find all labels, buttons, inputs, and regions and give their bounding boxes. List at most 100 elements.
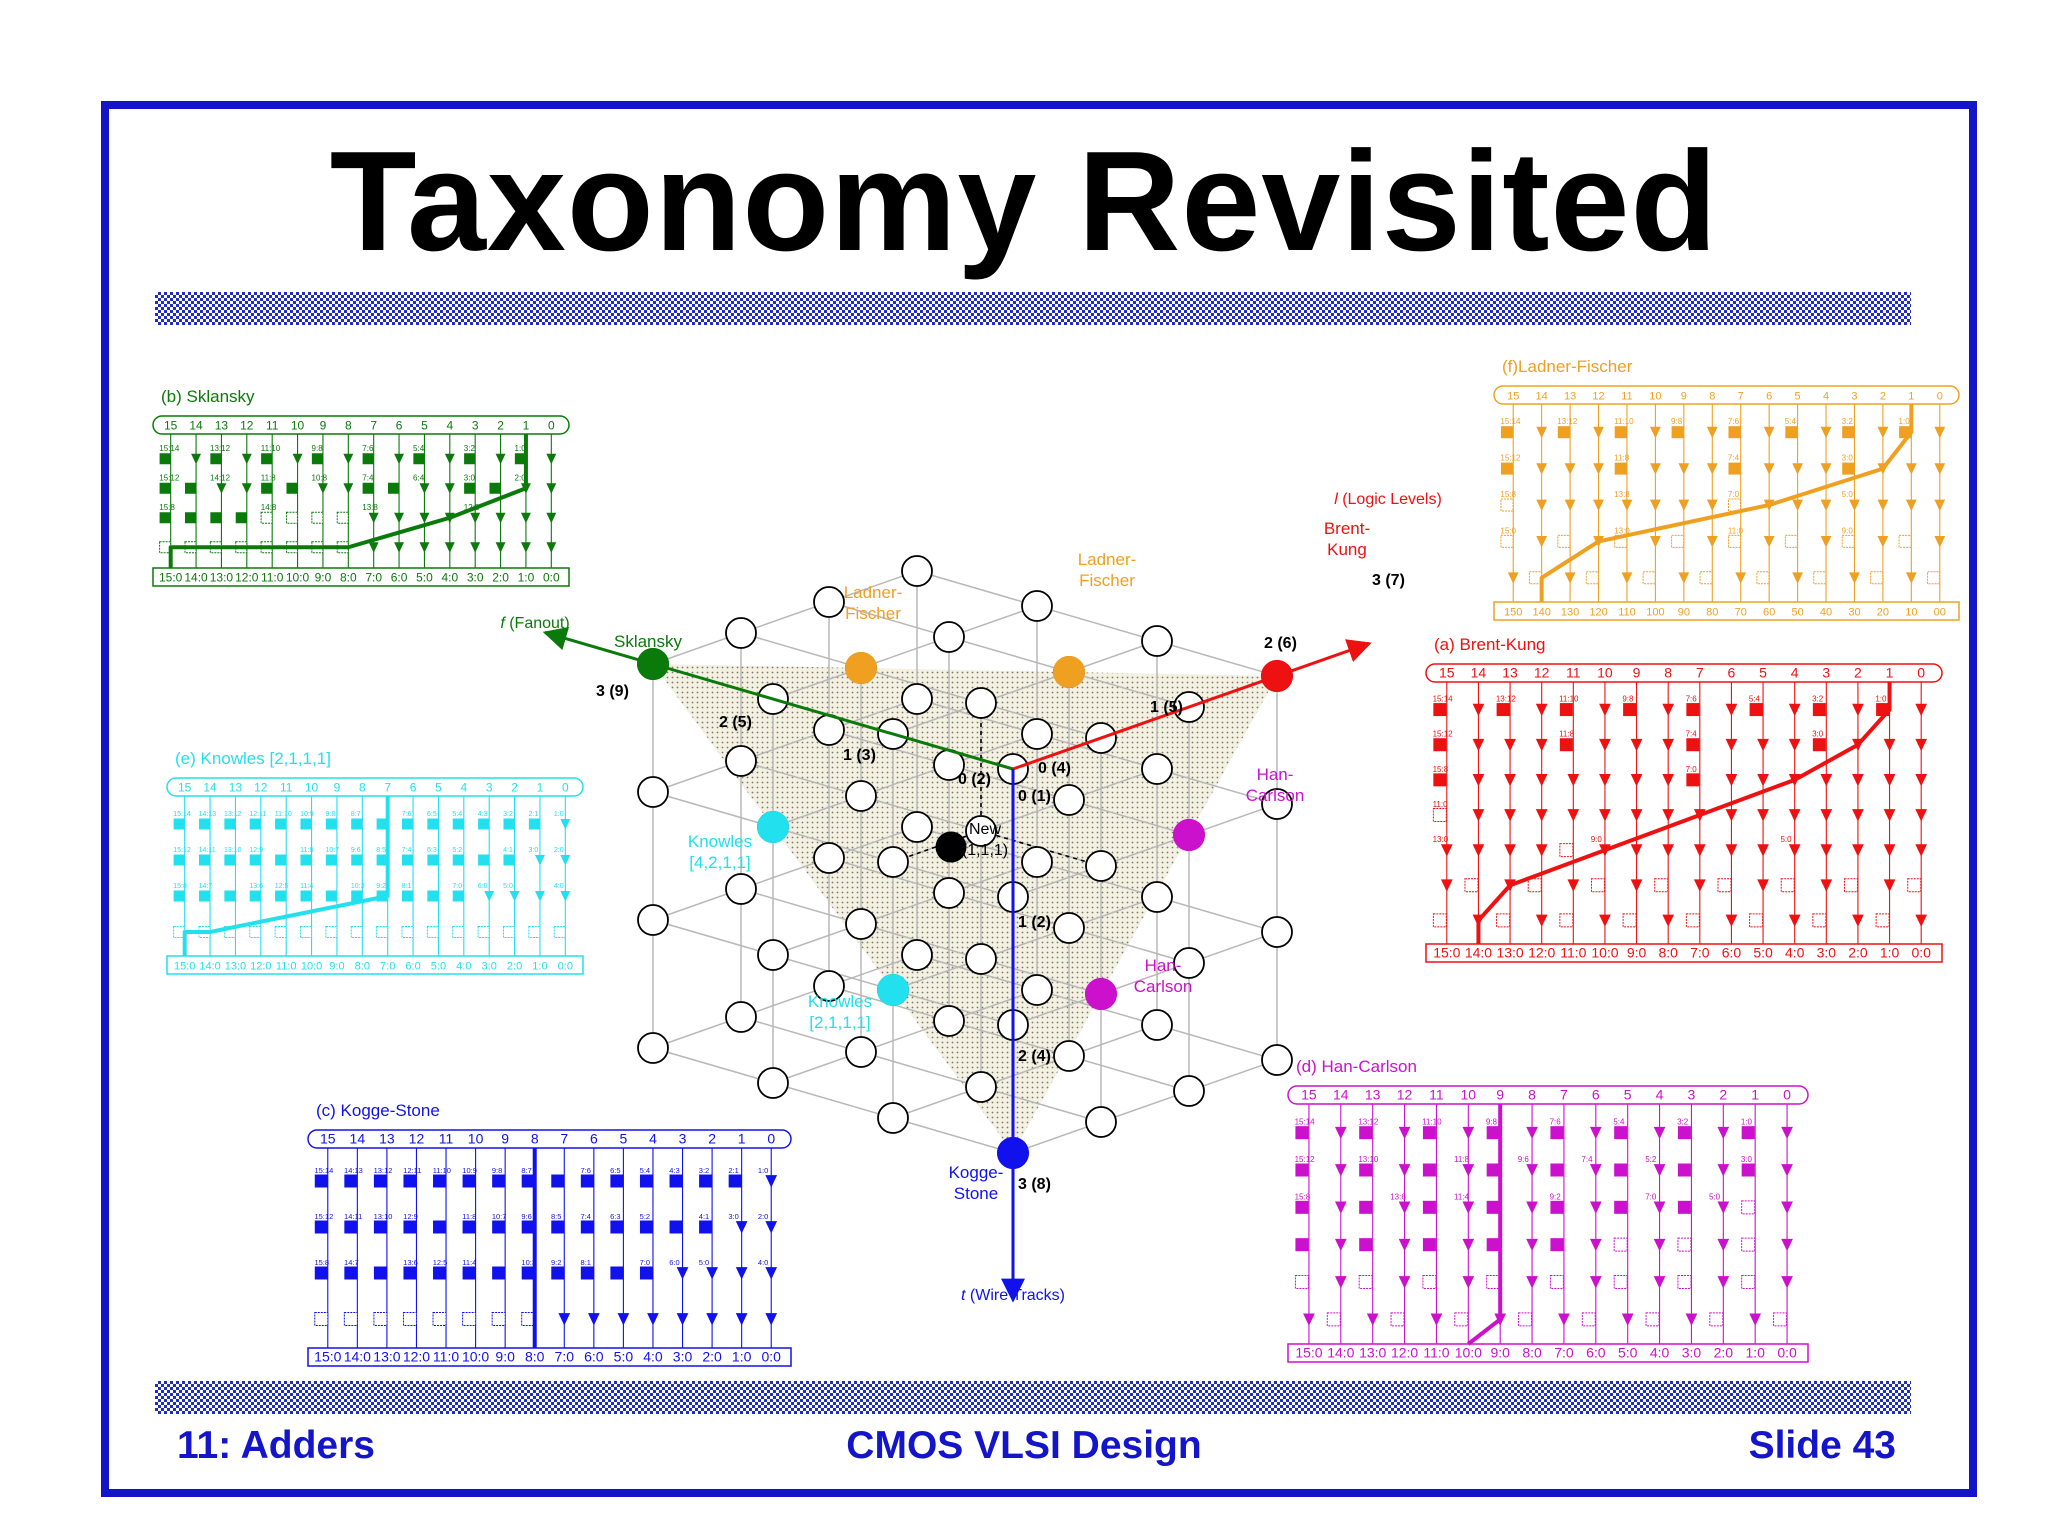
buffer-cell (1589, 1201, 1602, 1214)
buffer-cell (1717, 1238, 1730, 1252)
input-bit-label: 9 (1633, 664, 1641, 680)
cell-group-label: 5:4 (640, 1166, 650, 1175)
cell-group-label: 3:0 (1812, 730, 1824, 739)
black-cell (551, 1174, 565, 1188)
input-bit-label: 1 (523, 418, 530, 432)
black-cell (351, 890, 363, 902)
black-cell (249, 854, 261, 866)
black-cell (198, 854, 210, 866)
black-cell (1550, 1126, 1564, 1140)
wire-tick-label: 0 (1) (1018, 788, 1051, 805)
ladner_fischer-input-bar (1493, 385, 1960, 405)
black-cell (1486, 1126, 1500, 1140)
buffer-cell (1849, 572, 1860, 584)
grid-node (933, 1005, 965, 1037)
buffer-cell (1526, 1164, 1538, 1177)
slide-title: Taxonomy Revisited (329, 122, 1719, 281)
cell-group-label: 14:7 (199, 883, 213, 890)
cell-group-label: 11:0 (1728, 526, 1744, 535)
black-cell (311, 453, 323, 465)
cell-group-label: 4:0 (554, 883, 564, 890)
black-cell (1614, 426, 1627, 439)
black-cell (344, 1220, 358, 1234)
cell-group-label: 11:10 (433, 1166, 451, 1175)
buffer-cell (1334, 1126, 1347, 1140)
output-bit-label: 3:0 (1682, 1344, 1702, 1360)
black-cell (261, 482, 273, 494)
buffer-cell (1915, 703, 1928, 717)
buffer-cell (1781, 1238, 1793, 1252)
gray-cell (1741, 1200, 1756, 1215)
cell-group-label: 15:8 (1295, 1192, 1311, 1201)
black-cell (1842, 462, 1855, 475)
output-bit-label: 2:0 (492, 570, 509, 584)
grid-node (901, 939, 933, 971)
cell-group-label: 13:12 (224, 811, 242, 818)
buffer-cell (1852, 703, 1864, 717)
output-bit-label: 12:0 (1528, 944, 1555, 960)
grid-node (1021, 718, 1053, 750)
cell-group-label: 14:8 (261, 503, 277, 512)
black-cell (464, 482, 476, 494)
gray-cell (1642, 571, 1656, 585)
black-cell (210, 453, 222, 465)
black-cell (275, 854, 287, 866)
buffer-cell (1589, 1164, 1602, 1177)
slide-frame (101, 101, 1977, 1497)
gray-cell (553, 926, 566, 938)
buffer-cell (394, 542, 405, 553)
input-bit-label: 2 (511, 780, 518, 794)
sklansky-input-bar (152, 415, 570, 435)
black-cell (184, 512, 196, 524)
black-cell (300, 890, 312, 902)
brent_kung-critical-path (1476, 682, 1892, 944)
gray-cell (1875, 913, 1890, 928)
cell-group-label: 8:1 (402, 883, 412, 890)
cell-group-label: 2:0 (758, 1212, 768, 1221)
output-bit-label: 8:0 (355, 960, 370, 972)
black-cell (492, 1220, 506, 1234)
buffer-cell (292, 453, 303, 465)
black-cell (210, 512, 222, 524)
input-bit-label: 6 (396, 418, 403, 432)
cell-group-label: 7:4 (362, 473, 374, 482)
grid-line (740, 1016, 1102, 1123)
logic-tick-label: 3 (7) (1372, 572, 1405, 589)
black-cell (514, 453, 526, 465)
han-carlson-label: Carlson (1134, 977, 1193, 996)
output-bit-label: 12:0 (1391, 1344, 1418, 1360)
buffer-cell (1792, 463, 1803, 475)
grid-node (725, 1001, 757, 1033)
input-bit-label: 2 (708, 1130, 716, 1146)
gray-cell (1486, 1275, 1501, 1289)
input-bit-label: 14 (189, 418, 203, 432)
grid-line (916, 570, 1278, 677)
cell-group-label: 3:0 (728, 1212, 738, 1221)
buffer-cell (1934, 499, 1946, 511)
black-cell (351, 854, 363, 866)
output-bit-label: 10 (1905, 606, 1917, 618)
black-cell (462, 1266, 476, 1280)
gray-cell (376, 926, 389, 938)
buffer-cell (1398, 1201, 1411, 1214)
input-bit-label: 0 (548, 418, 555, 432)
buffer-cell (1852, 774, 1864, 787)
input-bit-label: 4 (1823, 390, 1829, 402)
cell-group-label: 13:8 (1614, 490, 1630, 499)
gray-cell (373, 1312, 388, 1326)
kogge-stone-label: Stone (954, 1184, 998, 1203)
input-bit-label: 1 (1886, 664, 1894, 680)
cell-group-label: 7:4 (1728, 454, 1740, 463)
black-cell (699, 1220, 713, 1234)
gray-cell (1294, 1275, 1309, 1289)
buffer-cell (1717, 1276, 1730, 1289)
cell-group-label: 13:0 (1433, 835, 1449, 844)
input-bit-label: 0 (767, 1130, 775, 1146)
gray-cell (1464, 878, 1479, 893)
input-bit-label: 8 (1528, 1086, 1536, 1102)
black-cell (669, 1220, 683, 1234)
gray-cell (1590, 878, 1605, 893)
cell-group-label: 13:10 (374, 1212, 393, 1221)
